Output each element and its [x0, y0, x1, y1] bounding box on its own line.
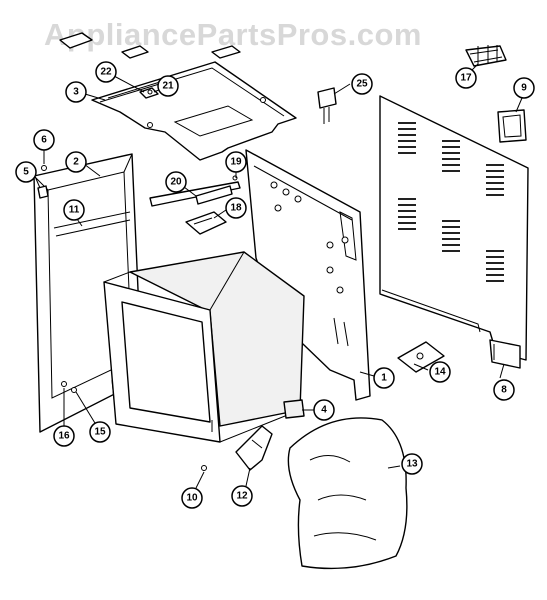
callout-label: 11 — [69, 205, 80, 216]
part-back-panel — [379, 95, 529, 361]
part-small-panel — [497, 109, 527, 143]
callout-19: 19 — [225, 151, 247, 173]
callout-label: 15 — [94, 427, 106, 438]
callout-21: 21 — [157, 75, 179, 97]
part-floor-bracket — [397, 341, 445, 373]
callout-9: 9 — [513, 77, 535, 99]
callout-label: 25 — [356, 79, 368, 90]
callout-14: 14 — [429, 361, 451, 383]
callout-label: 10 — [186, 493, 198, 504]
callout-17: 17 — [455, 67, 477, 89]
callout-20: 20 — [165, 171, 187, 193]
callout-label: 5 — [23, 167, 29, 178]
callout-4: 4 — [313, 399, 335, 421]
callout-label: 1 — [381, 373, 387, 384]
callout-label: 6 — [41, 135, 47, 146]
callout-label: 12 — [236, 491, 248, 502]
part-hinge-rods — [149, 175, 241, 207]
part-hinge-bracket — [185, 211, 227, 235]
callout-22: 22 — [95, 61, 117, 83]
leader-lines — [33, 63, 523, 489]
callout-6: 6 — [33, 129, 55, 151]
callout-13: 13 — [401, 453, 423, 475]
part-latch-block — [283, 399, 305, 419]
callout-label: 4 — [321, 405, 327, 416]
callout-label: 19 — [230, 157, 242, 168]
part-top-switch — [139, 87, 159, 99]
callout-label: 9 — [521, 83, 527, 94]
callout-3: 3 — [65, 81, 87, 103]
part-oven-cavity — [103, 251, 305, 443]
callout-label: 3 — [73, 87, 79, 98]
callout-8: 8 — [493, 379, 515, 401]
callout-label: 16 — [58, 431, 70, 442]
callout-5: 5 — [15, 161, 37, 183]
callout-25: 25 — [351, 73, 373, 95]
callout-label: 17 — [460, 73, 472, 84]
part-clip — [37, 165, 49, 199]
callout-10: 10 — [181, 487, 203, 509]
callout-label: 22 — [100, 67, 112, 78]
callout-16: 16 — [53, 425, 75, 447]
part-corner-bracket — [489, 339, 521, 369]
callout-2: 2 — [65, 151, 87, 173]
callout-label: 2 — [73, 157, 79, 168]
part-inner-trim — [53, 211, 131, 237]
callout-label: 21 — [162, 81, 174, 92]
callout-1: 1 — [373, 367, 395, 389]
callout-18: 18 — [225, 197, 247, 219]
top-small-brackets — [59, 32, 241, 59]
callout-label: 8 — [501, 385, 507, 396]
part-screw-bottom — [201, 465, 207, 471]
callout-15: 15 — [89, 421, 111, 443]
callout-label: 13 — [406, 459, 418, 470]
back-panel-vents — [398, 122, 504, 282]
part-screws — [61, 381, 77, 393]
callout-label: 14 — [434, 367, 446, 378]
callout-label: 18 — [230, 203, 242, 214]
callout-12: 12 — [231, 485, 253, 507]
part-wire-connector — [317, 87, 337, 124]
callout-label: 20 — [170, 177, 182, 188]
callout-11: 11 — [63, 199, 85, 221]
part-insulation-blanket — [287, 417, 408, 570]
part-top-plate — [91, 61, 297, 161]
part-door-latch — [235, 425, 273, 471]
part-terminal-block — [465, 45, 507, 67]
